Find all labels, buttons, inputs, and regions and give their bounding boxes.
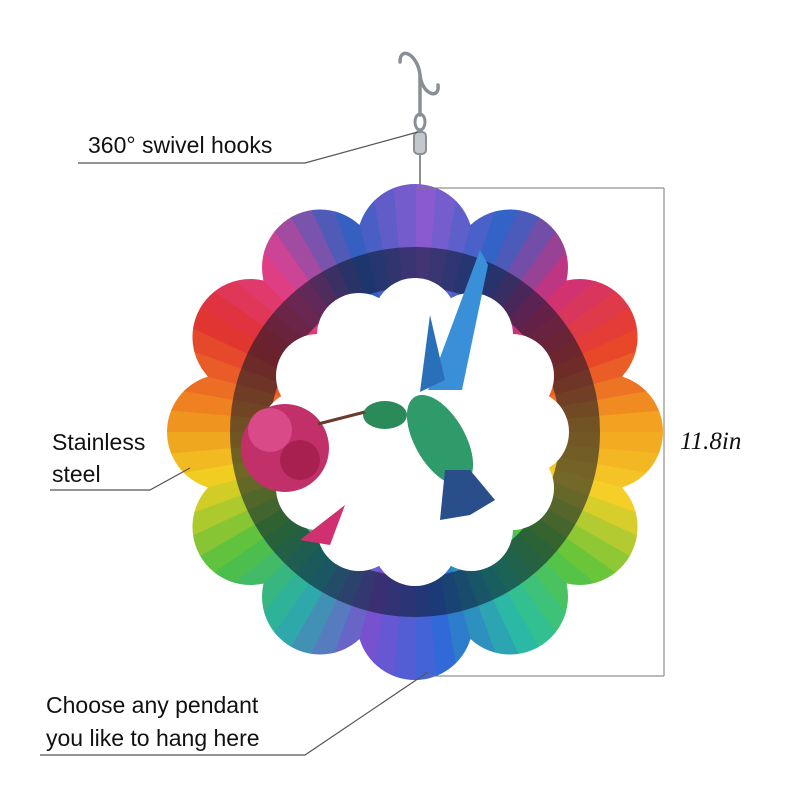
hook-label: 360° swivel hooks xyxy=(88,132,273,158)
material-label-line2: steel xyxy=(52,461,101,487)
dimension-label: 11.8in xyxy=(680,428,742,455)
callout-lines xyxy=(40,131,429,756)
flower-icon xyxy=(241,404,345,545)
dimension-lines xyxy=(415,187,665,677)
material-label-line1: Stainless xyxy=(52,429,146,455)
swivel-hook-icon xyxy=(398,51,440,191)
pendant-label-line1: Choose any pendant xyxy=(46,692,259,718)
hummingbird-icon xyxy=(317,250,495,520)
wind-spinner-wheel xyxy=(167,184,663,680)
pendant-label-line2: you like to hang here xyxy=(46,725,260,751)
